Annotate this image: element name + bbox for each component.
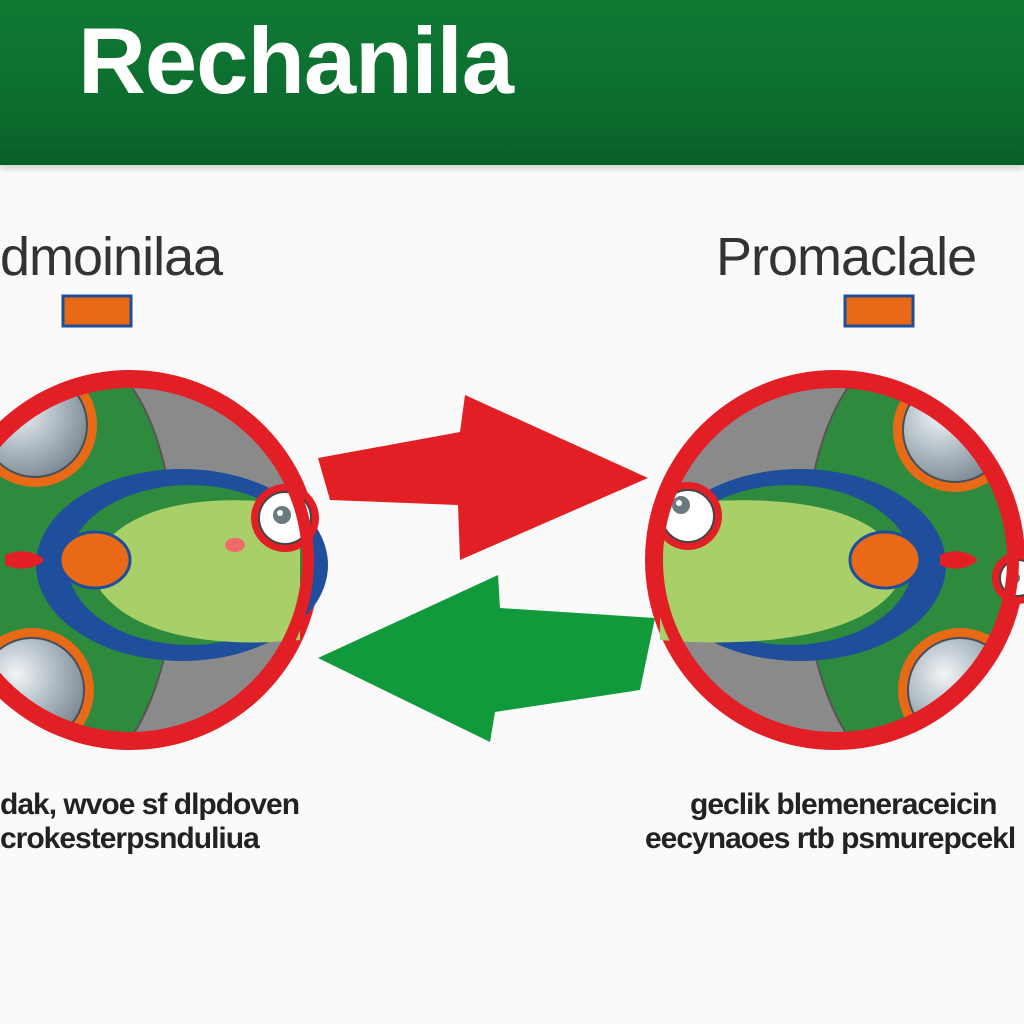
- right-orange-nucleus: [848, 530, 922, 590]
- left-panel-title: dmoinilaa: [0, 227, 223, 287]
- left-body-fill: [90, 500, 300, 643]
- backward-arrow: [318, 575, 655, 742]
- right-cell-outer-stroke: [651, 376, 1019, 744]
- right-cell-tab: [843, 294, 915, 328]
- page-title: Rechanila: [78, 8, 514, 113]
- left-red-tag: [5, 551, 44, 569]
- forward-arrow: [318, 395, 648, 560]
- right-caption-line2: eecynaoes rtb psmurepcekl: [645, 822, 1016, 855]
- right-panel-title: Promaclale: [716, 227, 977, 287]
- left-cell: [0, 294, 328, 750]
- title-banner: Rechanila: [0, 0, 1024, 165]
- left-caption-line2: crokesterpsnduliua: [0, 822, 260, 855]
- right-red-tag: [940, 551, 978, 569]
- left-orange-nucleus: [58, 530, 132, 590]
- right-caption-line1: geclik blemeneraceicin: [690, 788, 998, 821]
- left-caption-line1: dak, wvoe sf dlpdoven: [0, 788, 300, 821]
- left-pink-mark: [225, 538, 245, 552]
- left-cell-outer-stroke: [0, 376, 314, 744]
- right-body-fill: [660, 500, 905, 643]
- right-cell: [645, 294, 1024, 750]
- left-cell-tab: [61, 294, 133, 328]
